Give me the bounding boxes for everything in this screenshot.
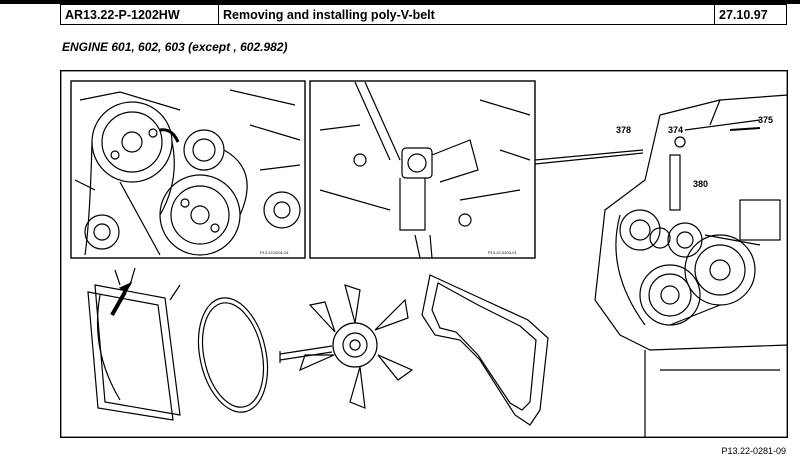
engine-drawing [594,94,788,438]
figure-id: P13.22-0281-09 [721,446,786,456]
inset-pulleys: P13.22-0201-01 [70,80,306,259]
callout-375: 375 [758,115,773,125]
callout-378: 378 [616,125,631,135]
poly-v-belt [421,274,549,426]
callout-380: 380 [693,179,708,189]
radiator-shroud [87,267,181,421]
callout-374: 374 [668,125,683,135]
inset-code-1: P13.22-0201-01 [260,250,289,255]
detail-pointer [534,149,644,165]
inset-code-2: P13.22-0204-01 [488,250,517,255]
top-rule [0,0,800,4]
inset-tensioner: P13.22-0204-01 [309,80,536,259]
document-header: AR13.22-P-1202HW Removing and installing… [60,4,787,25]
doc-date: 27.10.97 [719,7,768,22]
technical-illustration: P13.22-0201-01 P13.22-0204-01 378 374 37… [60,70,788,438]
cooling-fan [279,284,414,409]
fan-ring [197,297,269,413]
doc-number: AR13.22-P-1202HW [61,5,219,24]
engine-subtitle: ENGINE 601, 602, 603 (except , 602.982) [62,40,288,54]
figure-frame [60,70,788,438]
doc-title: Removing and installing poly-V-belt [219,5,715,24]
